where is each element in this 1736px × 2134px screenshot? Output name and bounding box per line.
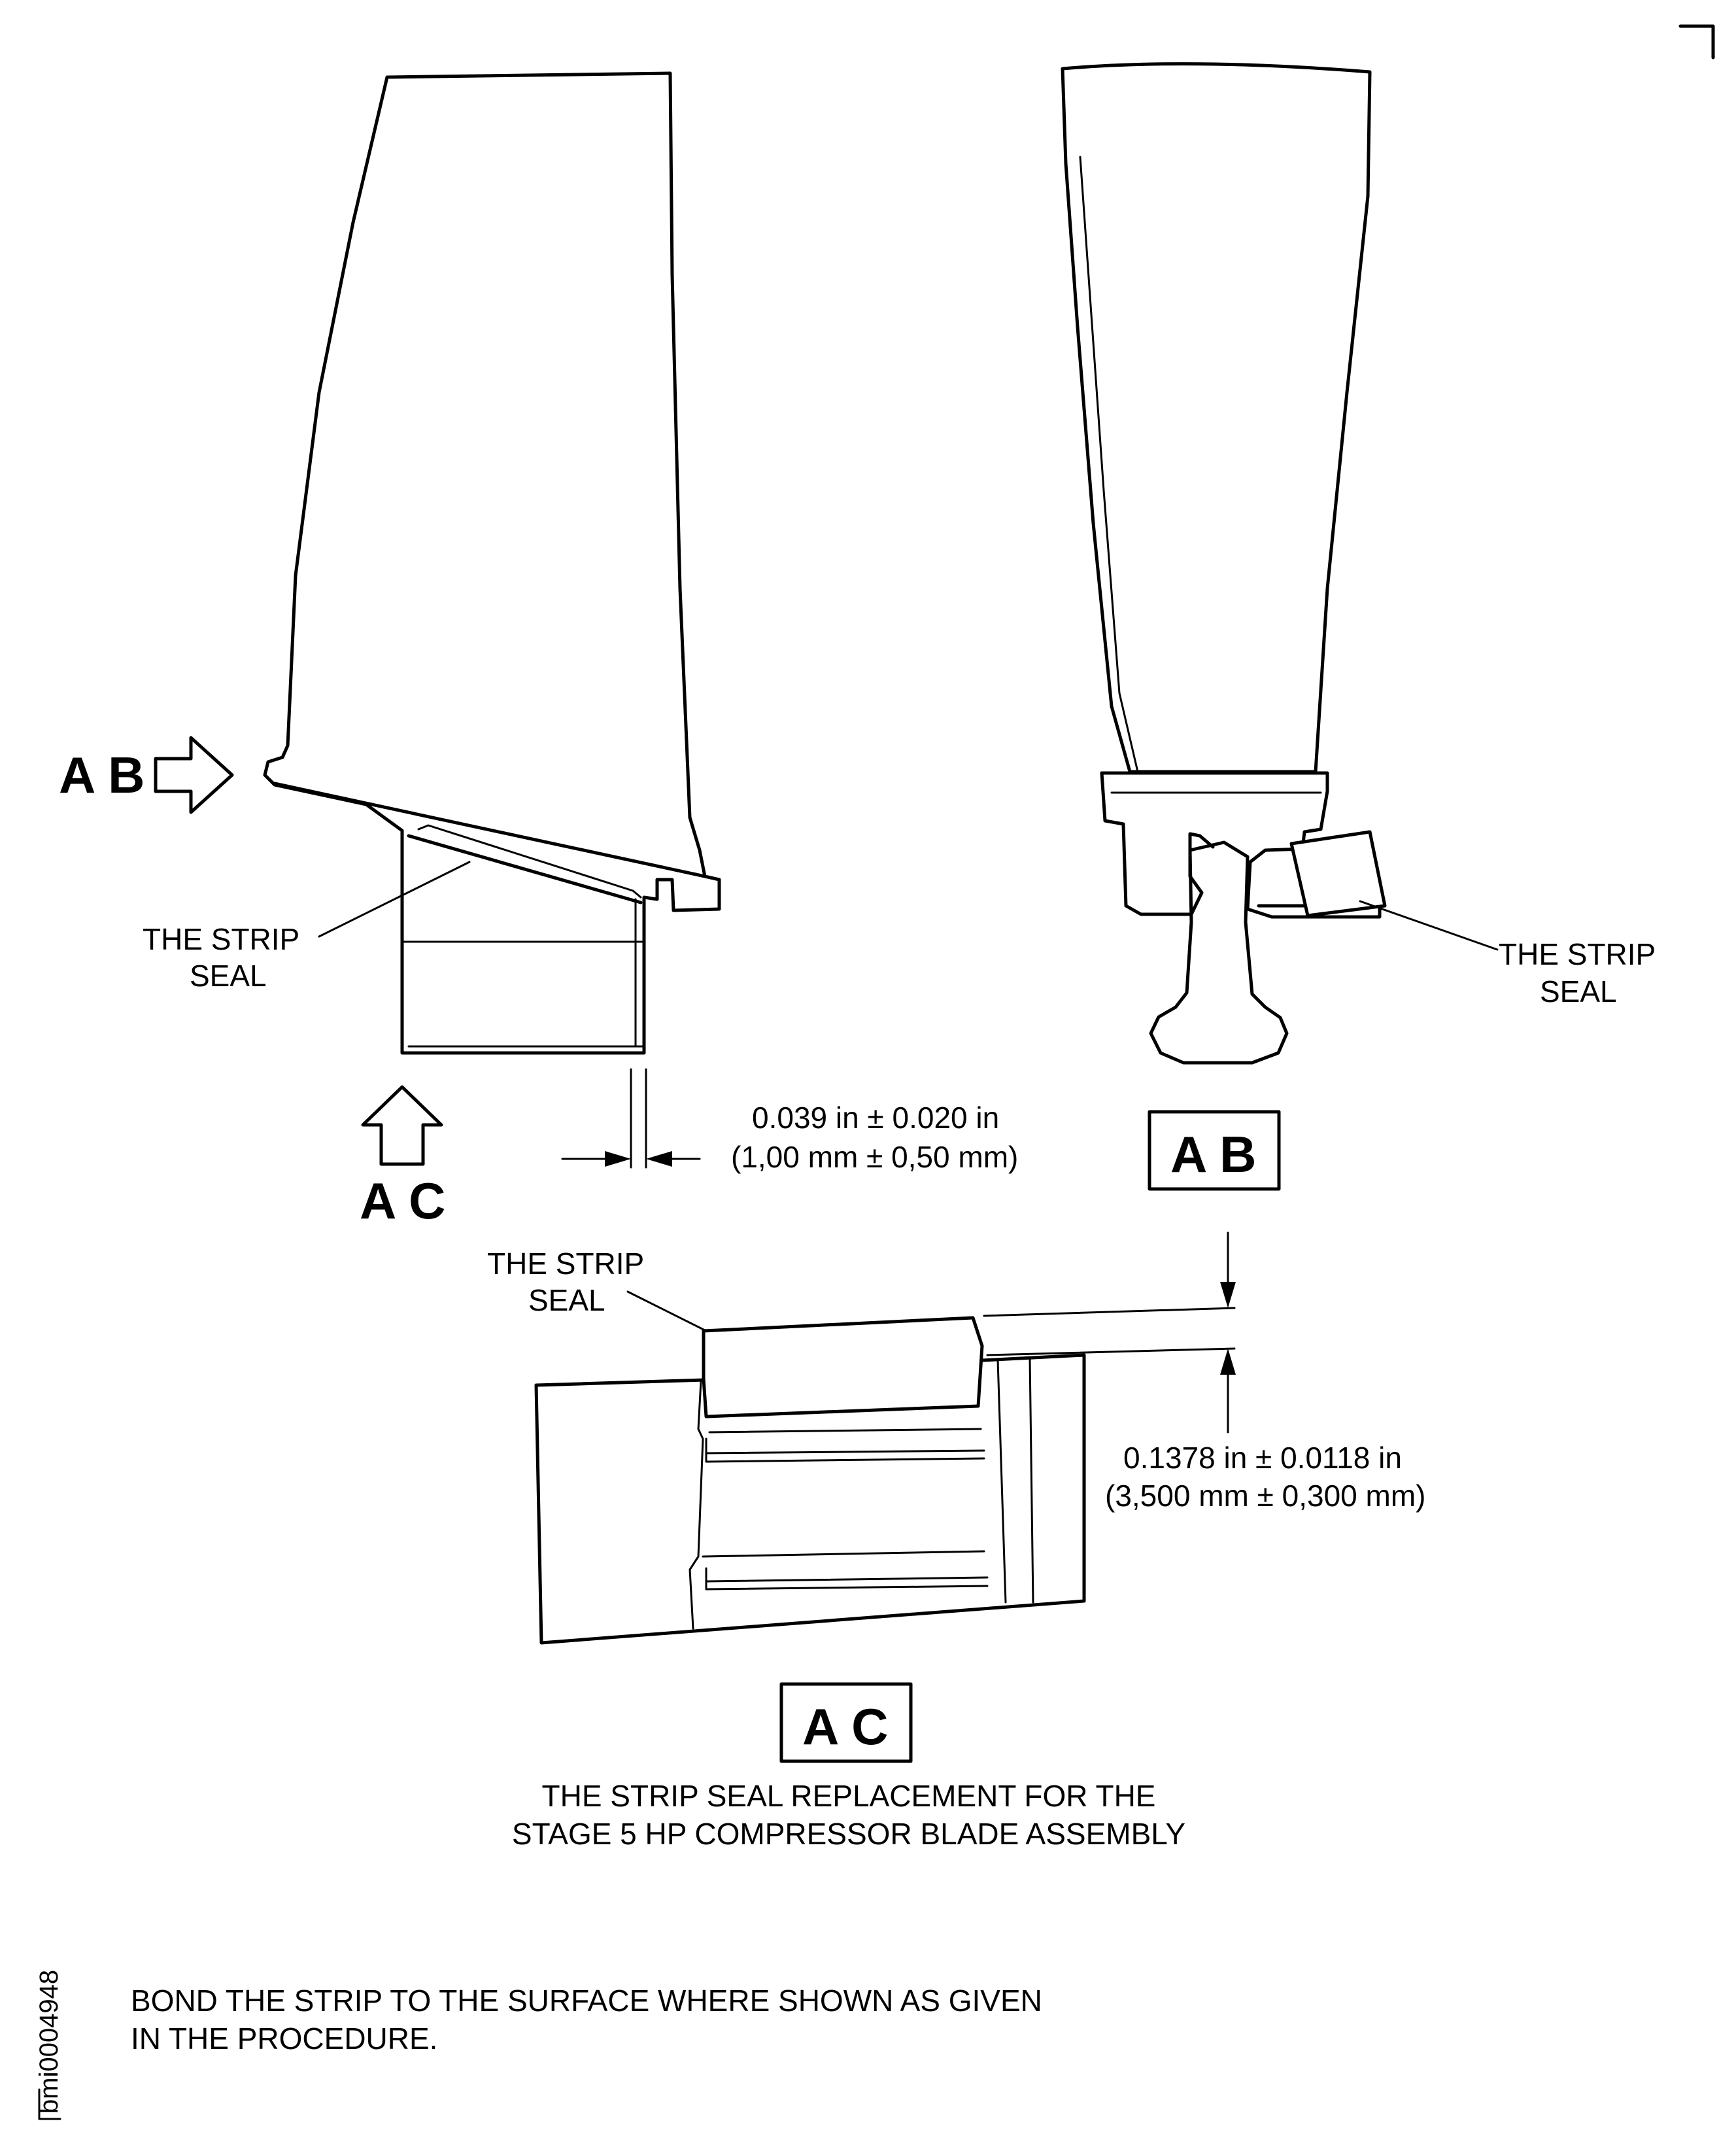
view-arrow-ac-label: A C — [360, 1172, 445, 1230]
strip-seal-label-right-2: SEAL — [1540, 974, 1617, 1008]
view-box-ac-label: A C — [802, 1698, 888, 1755]
procedure-note-line1: BOND THE STRIP TO THE SURFACE WHERE SHOW… — [131, 1984, 1042, 2018]
view-arrow-ab-label: A B — [59, 746, 145, 804]
height-dimension-mm: (3,500 mm ± 0,300 mm) — [1105, 1479, 1426, 1513]
detail-view-ac — [534, 1231, 1236, 1645]
strip-seal-label-detail-2: SEAL — [528, 1283, 605, 1317]
strip-seal-label-detail-1: THE STRIP — [487, 1247, 644, 1281]
view-box-ac — [779, 1682, 913, 1763]
figure-id-bracket — [38, 2088, 61, 2120]
blade-end-view-ab — [1061, 62, 1387, 1065]
gap-dimension-mm: (1,00 mm ± 0,50 mm) — [731, 1140, 1018, 1174]
height-dimension-in: 0.1378 in ± 0.0118 in — [1123, 1441, 1402, 1475]
view-box-ab-label: A B — [1170, 1126, 1256, 1183]
strip-seal-leader-left — [318, 861, 471, 938]
blade-side-view — [263, 71, 721, 1055]
gap-dimension: 0.039 in ± 0.020 in (1,00 mm ± 0,50 mm) — [561, 1068, 1018, 1174]
view-arrow-ab: A B — [59, 736, 234, 814]
strip-seal-label-left-2: SEAL — [190, 959, 267, 993]
strip-seal-label-left-1: THE STRIP — [143, 922, 299, 956]
figure-caption-line2: STAGE 5 HP COMPRESSOR BLADE ASSEMBLY — [512, 1817, 1185, 1851]
view-box-ab — [1148, 1110, 1281, 1191]
figure-caption-line1: THE STRIP SEAL REPLACEMENT FOR THE — [542, 1779, 1156, 1813]
strip-seal-leader-right — [1359, 900, 1499, 951]
figure-id: bmi0004948 — [35, 1970, 63, 2114]
gap-dimension-in: 0.039 in ± 0.020 in — [752, 1101, 999, 1135]
strip-seal-label-right-1: THE STRIP — [1499, 937, 1656, 971]
corner-mark — [1678, 24, 1715, 60]
procedure-note-line2: IN THE PROCEDURE. — [131, 2022, 437, 2056]
strip-seal-leader-detail — [626, 1290, 707, 1332]
view-arrow-ac: A C — [360, 1085, 445, 1230]
